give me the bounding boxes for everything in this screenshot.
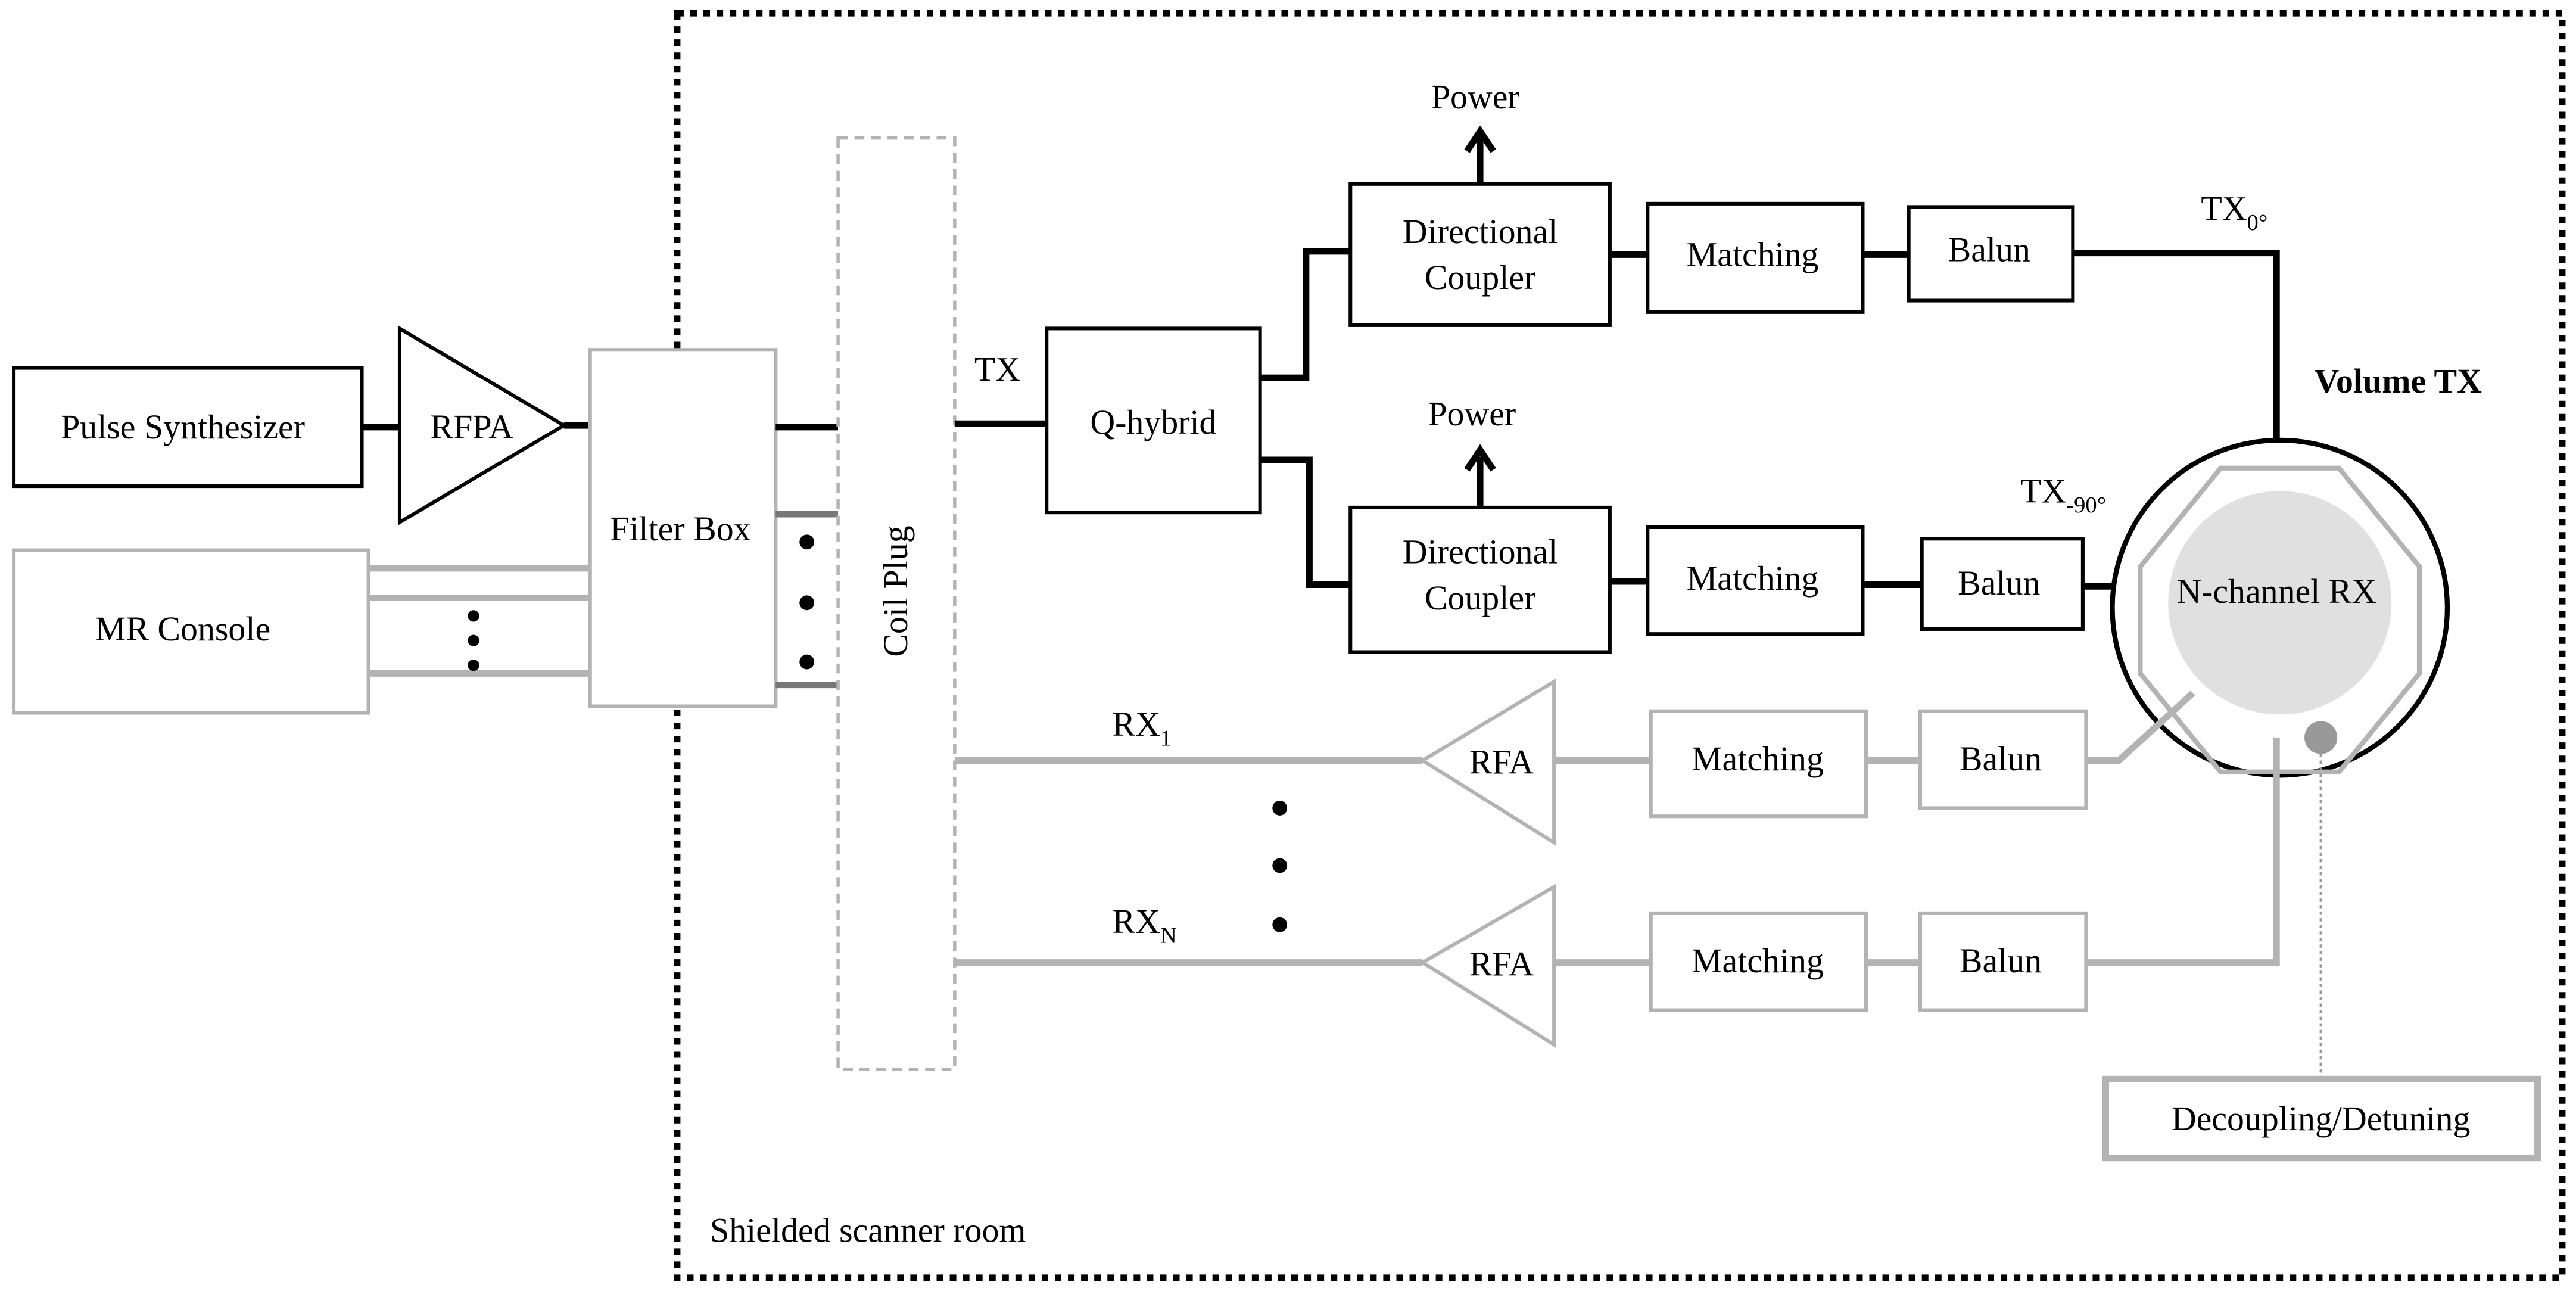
mr-console-label: MR Console [95, 609, 270, 648]
balun-rxn [1918, 911, 2088, 1012]
ellipsis-dot [1272, 801, 1288, 816]
dc-label-1: Directional [1403, 533, 1558, 571]
matching-label: Matching [1687, 559, 1819, 598]
balun-label: Balun [1958, 564, 2040, 602]
ellipsis-dot [468, 634, 479, 646]
dc-label-2: Coupler [1425, 258, 1535, 297]
q-hybrid-label: Q-hybrid [1090, 403, 1216, 441]
directional-coupler-top [1348, 182, 1612, 327]
matching-rxn [1649, 911, 1868, 1012]
ellipsis-dot [799, 654, 815, 670]
decoupling-detuning-block [2102, 1075, 2541, 1162]
ellipsis-dot [468, 659, 479, 671]
rfa-label: RFA [1469, 945, 1534, 984]
volume-tx-label: Volume TX [2315, 362, 2482, 400]
rx-array-sample [2168, 491, 2392, 715]
balun-rx1 [1918, 709, 2088, 810]
mr-console-block [12, 548, 370, 715]
matching-label: Matching [1687, 235, 1819, 274]
tx0-label: TX0° [2201, 189, 2267, 235]
rxn-label: RXN [1113, 902, 1177, 948]
rx-array-octagon [2138, 465, 2422, 774]
tx-label: TX [974, 350, 1020, 389]
matching-label: Matching [1692, 739, 1824, 778]
q-hybrid-block [1045, 326, 1262, 515]
ellipsis-dot [799, 534, 815, 550]
room-label: Shielded scanner room [710, 1211, 1026, 1249]
pulse-synthesizer-label: Pulse Synthesizer [61, 407, 305, 446]
rfa-label: RFA [1469, 743, 1534, 782]
filter-box-label: Filter Box [610, 509, 750, 548]
power-label-top: Power [1431, 77, 1519, 116]
ellipsis-dot [1272, 858, 1288, 873]
dc-label-2: Coupler [1425, 578, 1535, 617]
pulse-synthesizer-block [12, 366, 364, 489]
rfpa-amplifier [397, 325, 568, 526]
coil-plug-label: Coil Plug [876, 525, 915, 657]
matching-rx1 [1649, 709, 1868, 819]
tx90-label: TX-90° [2020, 472, 2106, 518]
matching-label: Matching [1692, 941, 1824, 980]
dc-label-1: Directional [1403, 212, 1558, 251]
detuning-node [2304, 721, 2338, 754]
rfpa-label: RFPA [431, 407, 514, 446]
ellipsis-dot [468, 610, 479, 622]
filter-box-block [588, 348, 778, 708]
coil-plug-block [836, 136, 957, 1071]
decoupling-label: Decoupling/Detuning [2172, 1099, 2470, 1138]
balun-tx0 [1907, 205, 2075, 303]
ellipsis-dot [1272, 917, 1288, 932]
ellipsis-dot [799, 595, 815, 611]
balun-label: Balun [1960, 941, 2042, 980]
balun-label: Balun [1960, 739, 2042, 778]
directional-coupler-bottom [1348, 505, 1612, 654]
balun-label: Balun [1948, 230, 2030, 269]
power-label-bottom: Power [1428, 394, 1516, 433]
n-channel-rx-label: N-channel RX [2176, 572, 2376, 611]
rx1-label: RX1 [1113, 705, 1172, 751]
matching-tx90 [1646, 525, 1865, 636]
